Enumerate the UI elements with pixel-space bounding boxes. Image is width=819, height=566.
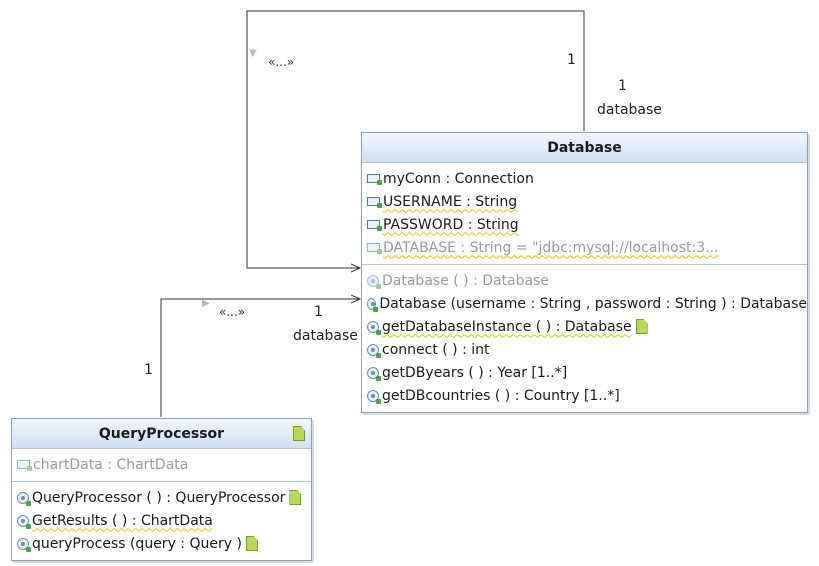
collapse-triangle-icon[interactable]: ▼ bbox=[249, 48, 257, 59]
operation-text: Database (username : String , password :… bbox=[379, 295, 807, 312]
operation-row[interactable]: getDatabaseInstance ( ) : Database bbox=[362, 315, 807, 338]
self-association-role: database bbox=[597, 102, 662, 118]
expand-triangle-icon[interactable]: ▶ bbox=[202, 298, 210, 309]
queryprocessor-class[interactable]: QueryProcessor chartData : ChartData Que… bbox=[11, 418, 312, 561]
self-association-target-multiplicity: 1 bbox=[618, 78, 627, 94]
database-class-header[interactable]: Database bbox=[362, 133, 807, 163]
attribute-text: myConn : Connection bbox=[383, 170, 534, 187]
operation-row[interactable]: getDByears ( ) : Year [1..*] bbox=[362, 361, 807, 384]
class-name: QueryProcessor bbox=[98, 425, 225, 442]
queryprocessor-class-header[interactable]: QueryProcessor bbox=[12, 419, 311, 449]
attribute-text: DATABASE : String = "jdbc:mysql://localh… bbox=[383, 239, 719, 256]
method-icon bbox=[17, 537, 31, 552]
operation-row[interactable]: GetResults ( ) : ChartData bbox=[12, 509, 311, 532]
operation-text: connect ( ) : int bbox=[382, 341, 490, 358]
qp-association-source-multiplicity: 1 bbox=[144, 362, 153, 378]
operations-compartment: QueryProcessor ( ) : QueryProcessor GetR… bbox=[12, 482, 311, 560]
method-icon bbox=[367, 389, 381, 404]
operation-text: getDatabaseInstance ( ) : Database bbox=[382, 318, 632, 335]
note-icon[interactable] bbox=[289, 490, 302, 505]
operation-row[interactable]: connect ( ) : int bbox=[362, 338, 807, 361]
field-icon bbox=[17, 460, 32, 471]
database-class[interactable]: Database myConn : Connection USERNAME : … bbox=[361, 132, 808, 413]
note-icon[interactable] bbox=[293, 426, 305, 441]
attribute-row[interactable]: USERNAME : String bbox=[362, 190, 807, 213]
attribute-row[interactable]: DATABASE : String = "jdbc:mysql://localh… bbox=[362, 236, 807, 259]
class-name: Database bbox=[547, 139, 622, 156]
qp-database-association-line bbox=[160, 299, 360, 417]
attributes-compartment: myConn : Connection USERNAME : String PA… bbox=[362, 163, 807, 265]
field-icon bbox=[367, 197, 382, 208]
method-icon bbox=[367, 343, 381, 358]
method-icon bbox=[367, 320, 381, 335]
operation-text: GetResults ( ) : ChartData bbox=[32, 512, 213, 529]
note-icon[interactable] bbox=[635, 319, 648, 334]
field-icon bbox=[367, 243, 382, 254]
qp-association-stereotype: «...» bbox=[219, 305, 246, 319]
operation-text: getDByears ( ) : Year [1..*] bbox=[382, 364, 568, 381]
qp-association-target-multiplicity: 1 bbox=[314, 304, 323, 320]
operation-row[interactable]: getDBcountries ( ) : Country [1..*] bbox=[362, 384, 807, 407]
method-icon bbox=[367, 366, 381, 381]
operation-text: getDBcountries ( ) : Country [1..*] bbox=[382, 387, 620, 404]
operation-text: QueryProcessor ( ) : QueryProcessor bbox=[32, 489, 286, 506]
method-icon bbox=[367, 274, 381, 289]
attribute-row[interactable]: myConn : Connection bbox=[362, 167, 807, 190]
operation-row[interactable]: Database (username : String , password :… bbox=[362, 292, 807, 315]
attribute-row[interactable]: PASSWORD : String bbox=[362, 213, 807, 236]
operation-text: queryProcess (query : Query ) bbox=[32, 535, 242, 552]
method-icon bbox=[367, 297, 379, 312]
attribute-row[interactable]: chartData : ChartData bbox=[12, 453, 311, 476]
operation-text: Database ( ) : Database bbox=[382, 272, 550, 289]
operations-compartment: Database ( ) : Database Database (userna… bbox=[362, 265, 807, 412]
self-association-source-multiplicity: 1 bbox=[567, 52, 576, 68]
self-association-stereotype: «...» bbox=[268, 55, 295, 69]
note-icon[interactable] bbox=[245, 536, 258, 551]
operation-row[interactable]: queryProcess (query : Query ) bbox=[12, 532, 311, 555]
attributes-compartment: chartData : ChartData bbox=[12, 449, 311, 482]
method-icon bbox=[17, 491, 31, 506]
attribute-text: chartData : ChartData bbox=[33, 456, 189, 473]
attribute-text: USERNAME : String bbox=[383, 193, 518, 210]
attribute-text: PASSWORD : String bbox=[383, 216, 519, 233]
operation-row[interactable]: Database ( ) : Database bbox=[362, 269, 807, 292]
field-icon bbox=[367, 220, 382, 231]
qp-association-role: database bbox=[293, 328, 358, 344]
operation-row[interactable]: QueryProcessor ( ) : QueryProcessor bbox=[12, 486, 311, 509]
field-icon bbox=[367, 174, 382, 185]
method-icon bbox=[17, 514, 31, 529]
self-association-line bbox=[246, 10, 585, 268]
